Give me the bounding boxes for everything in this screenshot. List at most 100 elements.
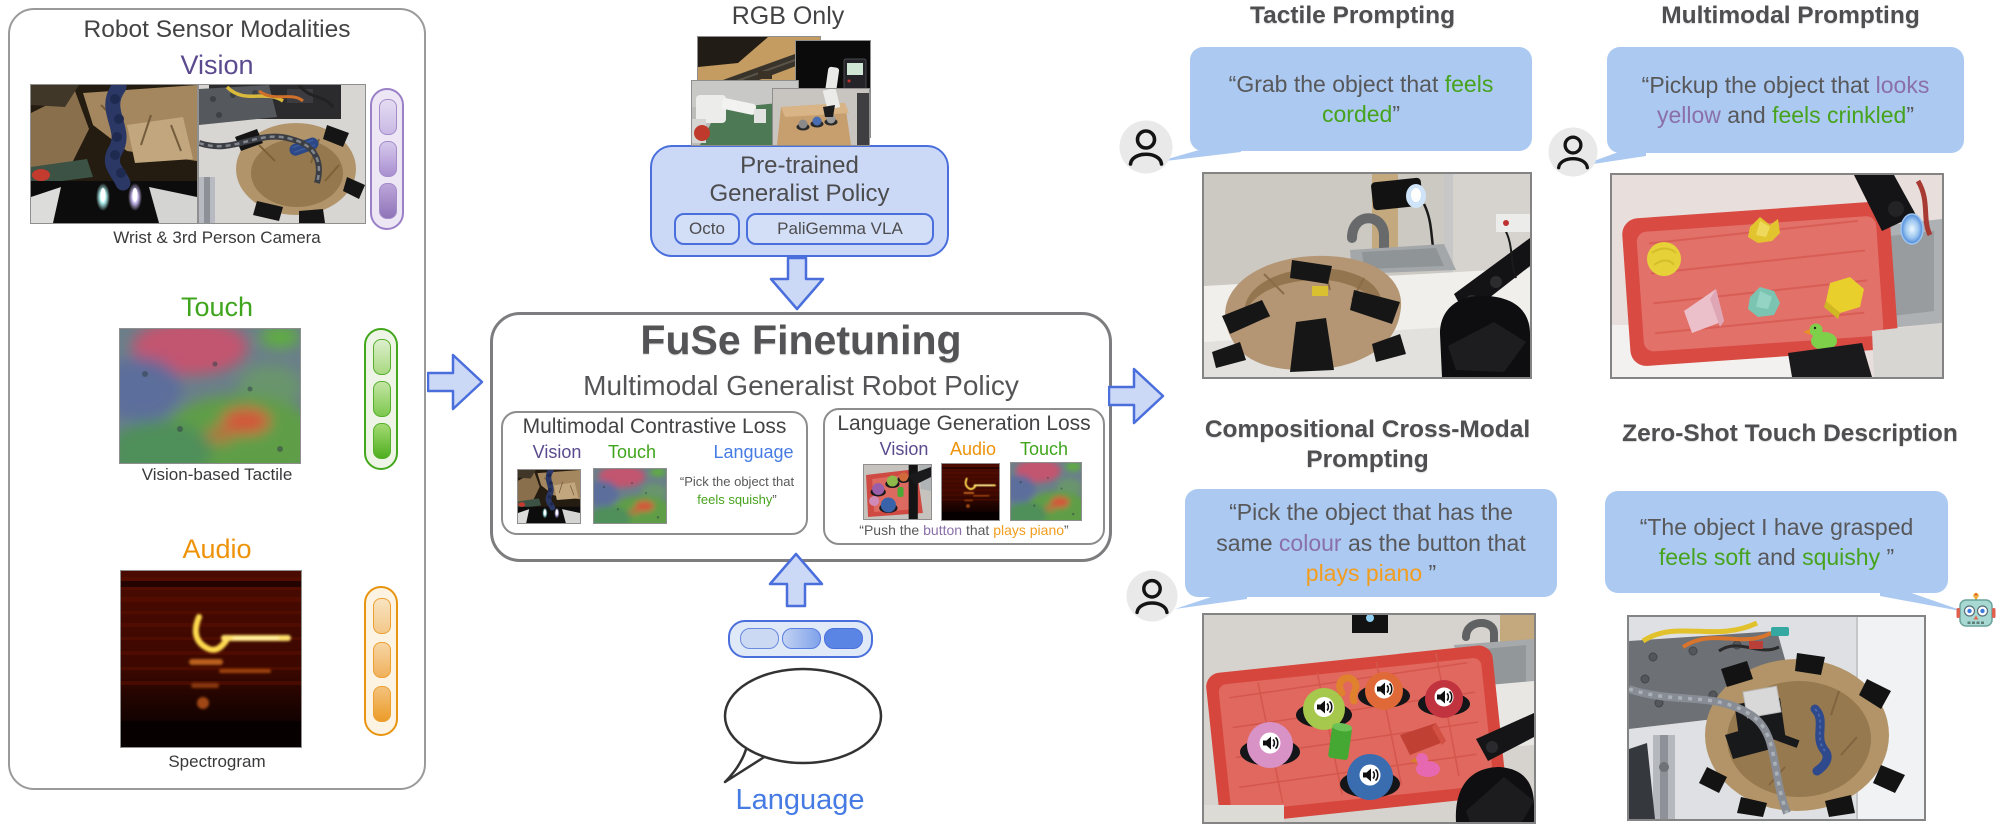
pretrained-line2: Generalist Policy [709,180,890,207]
touch-token [373,423,391,459]
touch-token [373,339,391,375]
tactile-prompt-bubble: “Grab the object that feels corded” [1190,47,1532,151]
octo-pill: Octo [674,213,740,245]
quote-segment: looks yellow [1657,71,1930,128]
speech-bubble-icon [723,667,883,784]
fuse-subtitle: Multimodal Generalist Robot Policy [583,370,1019,401]
quote-segment: “Grab the object that [1228,70,1445,97]
vision-token [379,99,397,135]
arrow-right-icon [1108,367,1165,425]
multimodal-prompting-photo [1610,173,1944,379]
paligemma-pill: PaliGemma VLA [746,213,934,245]
generation-touch-photo [1010,462,1082,521]
audio-token-pill [364,586,398,736]
contrastive-quote: “Pick the object that feels squishy” [669,473,805,508]
quote-segment: that [962,522,994,538]
robot-sensor-modalities-panel: Robot Sensor Modalities Vision Wrist & 3… [8,8,426,790]
touch-label: Touch [180,292,254,322]
language-token [824,628,863,649]
quote-segment: ” [1880,544,1895,570]
person-icon [1119,120,1173,174]
third-person-camera-photo [198,84,366,224]
quote-segment: colour [1278,529,1342,556]
quote-segment: “Pickup the object that [1641,71,1876,98]
generation-title: Language Generation Loss [837,412,1091,435]
robot-icon [1956,592,1996,627]
person-icon [1126,570,1178,622]
quote-segment: feels corded [1322,70,1494,127]
contrastive-language-label: Language [713,442,794,462]
quote-segment: “Pick the object that has the same [1216,499,1513,556]
quote-segment: button [923,522,963,538]
person-icon [1548,127,1598,177]
bubble-tail [1175,585,1247,609]
quote-segment: plays piano [993,522,1065,538]
language-token [740,628,779,649]
generation-vision-label: Vision [879,439,929,459]
contrastive-vision-photo [517,469,581,524]
vision-caption: Wrist & 3rd Person Camera [113,228,321,247]
audio-token [373,598,391,634]
wrist-camera-photo [30,84,198,224]
vision-token [379,141,397,177]
multimodal-prompting-title: Multimodal Prompting [1661,2,1920,29]
quote-segment: “Push the [859,522,924,538]
tactile-prompting-photo [1202,172,1532,379]
contrastive-vision-label: Vision [532,442,582,462]
bubble-tail [1880,582,1966,612]
panel-title: Robot Sensor Modalities [83,16,351,43]
generation-audio-photo [941,463,1000,521]
generation-touch-label: Touch [1019,439,1069,459]
quote-segment: ” [772,491,777,507]
quote-segment: and [1720,102,1773,128]
audio-token [373,686,391,722]
touch-token [373,381,391,417]
multimodal-prompt-bubble: “Pickup the object that looks yellow and… [1607,47,1964,153]
zeroshot-photo [1627,615,1926,821]
compositional-title-line1: Compositional Cross-Modal [1204,416,1531,443]
arrow-down-icon [769,257,825,311]
audio-token [373,642,391,678]
quote-segment: ” [1906,102,1914,128]
arrow-up-icon [768,552,824,608]
contrastive-title: Multimodal Contrastive Loss [522,415,787,438]
quote-segment: feels soft [1658,544,1751,570]
quote-segment: ” [1064,522,1069,538]
rgb-only-label: RGB Only [731,2,845,30]
language-token [782,628,821,649]
rgb-collage-photo-4 [772,88,870,146]
pretrained-policy-box: Pre-trained Generalist Policy Octo PaliG… [650,145,949,257]
language-label: Language [735,784,865,816]
bubble-tail [1580,142,1646,166]
generation-loss-box: Language Generation Loss Vision Audio To… [823,408,1105,545]
quote-segment: squishy [1802,544,1881,570]
spectrogram-photo [120,570,302,748]
bubble-tail [1157,138,1241,162]
generation-quote: “Push the button that plays piano” [825,522,1103,538]
fuse-finetuning-box: FuSe Finetuning Multimodal Generalist Ro… [490,312,1112,562]
quote-segment: and [1750,544,1803,570]
quote-segment: ” [1392,101,1400,127]
contrastive-touch-photo [593,468,667,524]
zeroshot-title: Zero-Shot Touch Description [1622,420,1958,447]
vision-token [379,183,397,219]
vision-token-pill [370,88,404,230]
fuse-title: FuSe Finetuning [640,317,962,363]
quote-segment: “The object I have grasped [1639,513,1914,540]
zeroshot-description-bubble: “The object I have grasped feels soft an… [1605,491,1948,593]
compositional-prompting-photo [1202,613,1536,824]
compositional-prompt-bubble: “Pick the object that has the same colou… [1185,489,1557,597]
tactile-prompting-title: Tactile Prompting [1249,2,1456,29]
quote-segment: feels squishy [697,491,773,507]
vision-label: Vision [180,50,254,80]
pretrained-line1: Pre-trained [740,152,859,179]
audio-caption: Spectrogram [168,752,266,771]
arrow-right-icon [427,353,484,411]
generation-vision-photo [863,464,932,520]
generation-audio-label: Audio [949,439,997,459]
contrastive-touch-label: Touch [607,442,657,462]
contrastive-loss-box: Multimodal Contrastive Loss Vision Touch… [501,411,808,535]
quote-segment: plays piano [1305,560,1423,587]
audio-label: Audio [182,534,252,564]
